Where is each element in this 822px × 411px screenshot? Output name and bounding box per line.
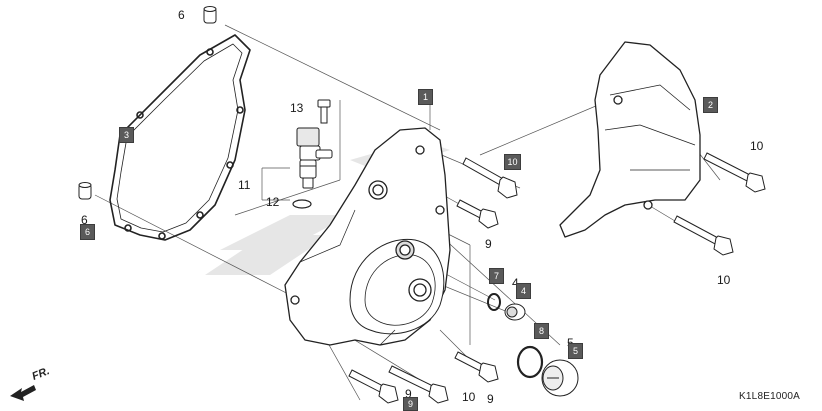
callout-box-7: 7 — [489, 268, 504, 284]
callout-4: 4 — [512, 277, 519, 289]
callout-box-2: 2 — [703, 97, 718, 113]
callout-12: 12 — [266, 195, 280, 209]
callout-box-4: 4 — [516, 283, 531, 299]
callout-11: 11 — [238, 178, 251, 192]
callout-6-top: 6 — [178, 8, 185, 22]
callout-9-bottom-left: 9 — [405, 387, 412, 401]
sensor-part — [296, 127, 333, 189]
callout-6-left: 6 — [81, 213, 88, 227]
cap-5-part — [541, 359, 579, 397]
bolt-10-bottom — [388, 365, 449, 404]
cap-4-part — [504, 303, 526, 321]
o-ring-7-part — [487, 293, 501, 311]
callout-box-6: 6 — [80, 224, 95, 240]
bolt-9-bottom-right — [454, 351, 499, 383]
bolt-10-right-lower — [673, 215, 734, 256]
bolt-9-bottom-left — [348, 369, 399, 404]
bolt-9-mid — [456, 199, 499, 229]
callout-box-10: 10 — [504, 154, 521, 170]
gasket-part — [109, 34, 251, 241]
callout-13: 13 — [290, 101, 304, 115]
callout-box-3: 3 — [119, 127, 134, 143]
sensor-o-ring-part — [292, 199, 312, 209]
callout-box-9: 9 — [403, 397, 418, 411]
cover-part — [559, 41, 701, 238]
callout-9-bottom-right: 9 — [487, 392, 494, 406]
callout-10-bottom: 10 — [462, 390, 476, 404]
callout-10-right-upper: 10 — [750, 139, 764, 153]
dowel-pin-left — [78, 182, 92, 200]
bolt-10-right-upper — [703, 152, 766, 193]
sensor-bolt-part — [317, 99, 331, 124]
callout-box-8: 8 — [534, 323, 549, 339]
dowel-pin-top — [203, 6, 217, 24]
front-arrow-icon — [10, 385, 36, 401]
crankcase-cover-part — [284, 127, 451, 346]
callout-10-right-lower: 10 — [717, 273, 731, 287]
callout-9-mid: 9 — [485, 237, 492, 251]
o-ring-8-part — [516, 345, 544, 379]
callout-box-5: 5 — [568, 343, 583, 359]
diagram-code: K1L8E1000A — [739, 391, 800, 402]
callout-box-1: 1 — [418, 89, 433, 105]
bolt-10-top — [462, 157, 518, 199]
